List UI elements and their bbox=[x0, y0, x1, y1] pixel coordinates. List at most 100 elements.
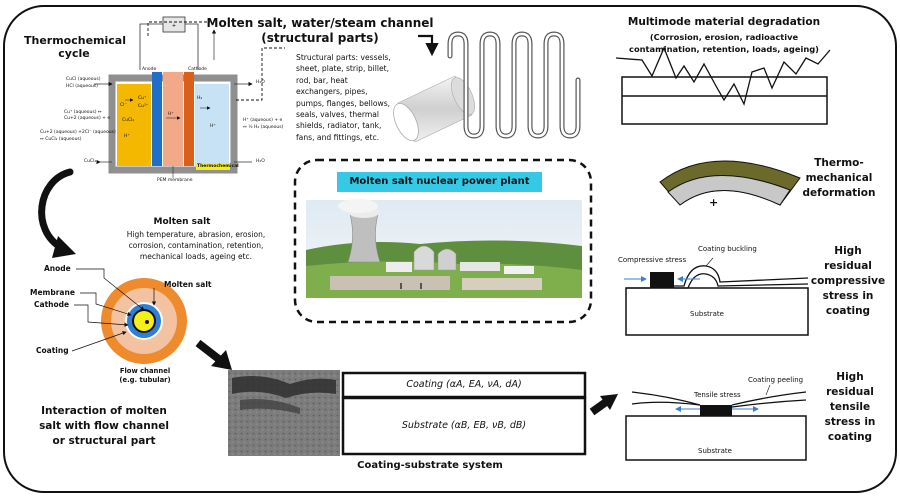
tensile-title-line3: tensile bbox=[829, 401, 871, 413]
power-plant-photo bbox=[306, 199, 582, 298]
tensile-title-line1: High bbox=[836, 371, 864, 383]
tube-cathode-label: Cathode bbox=[34, 300, 70, 309]
step-arrow bbox=[418, 34, 439, 57]
species-hcl-aq: HCl (aqueous) bbox=[66, 84, 98, 89]
tensile-title-line5: coating bbox=[827, 431, 873, 443]
degradation-sketch bbox=[615, 46, 831, 125]
cell-thermochemical-label: Thermochemical bbox=[197, 164, 239, 169]
molten-salt-description-line: mechanical loads, ageing etc. bbox=[139, 252, 253, 261]
substrate-layer-label: Substrate (αB, EB, νB, dB) bbox=[401, 420, 527, 431]
thermochemical-title-line1: Thermochemical bbox=[24, 34, 126, 47]
structural-parts-list: Structural parts: vessels, sheet, plate,… bbox=[296, 52, 391, 143]
structural-parts-line: sheet, plate, strip, billet, bbox=[296, 64, 390, 74]
tensile-stress-label: Tensile stress bbox=[694, 391, 741, 399]
compressive-title-line2: residual bbox=[824, 260, 872, 272]
peeled-coating-right bbox=[731, 391, 807, 406]
coating-layer-label: Coating (αA, EA, νA, dA) bbox=[406, 379, 522, 390]
arrow-to-tensile bbox=[600, 394, 618, 410]
structural-parts-line: shields, radiator, tank, bbox=[296, 121, 382, 131]
bending-arc bbox=[659, 160, 801, 206]
interaction-caption-line1: Interaction of molten bbox=[41, 405, 167, 417]
ion-cu: Cu⁺ bbox=[138, 96, 147, 101]
structural-parts-line: pumps, flanges, bellows, bbox=[296, 98, 391, 108]
interaction-caption-line3: or structural part bbox=[52, 435, 156, 447]
compressive-title-line4: stress in bbox=[822, 290, 874, 302]
reactor-dome-1 bbox=[413, 245, 435, 271]
interaction-caption: Interaction of molten salt with flow cha… bbox=[14, 404, 194, 449]
structural-parts-line: exchangers, pipes, bbox=[296, 87, 368, 97]
compressive-title-line1: High bbox=[834, 245, 862, 257]
tensile-title-line2: residual bbox=[826, 386, 874, 398]
equation-right-1: H⁺ (aqueous) + e bbox=[243, 118, 283, 123]
thermo-mech-title-line1: Thermo- bbox=[814, 157, 864, 169]
compressive-title-line5: coating bbox=[825, 305, 871, 317]
molten-salt-description-line: High temperature, abrasion, erosion, bbox=[126, 230, 266, 239]
coating-system-caption: Coating-substrate system bbox=[357, 460, 503, 471]
tensile-substrate-label: Substrate bbox=[698, 447, 732, 455]
degradation-surface-profile bbox=[615, 46, 831, 106]
power-source bbox=[162, 16, 186, 33]
species-h2o-top: H₂O bbox=[256, 80, 265, 85]
species-cucl2-bottom: CuCl₂ bbox=[84, 159, 97, 164]
ion-hplus-left: H⁺ bbox=[124, 134, 130, 139]
tube-coating-label: Coating bbox=[36, 346, 69, 355]
degradation-subtitle-line2: contamination, retention, loads, ageing) bbox=[629, 44, 819, 54]
peeled-coating-left bbox=[631, 391, 701, 406]
molten-salt-title: Molten salt bbox=[153, 217, 211, 227]
species-h2o-bottom: H₂O bbox=[256, 159, 265, 164]
catholyte-chamber bbox=[195, 84, 229, 166]
compressive-substrate bbox=[625, 287, 809, 336]
leader-to-parts bbox=[236, 47, 285, 101]
tensile-sketch bbox=[625, 384, 807, 461]
molten-salt-description-line: corrosion, contamination, retention, bbox=[128, 241, 264, 250]
power-plant-banner bbox=[337, 172, 542, 192]
outer-frame bbox=[3, 5, 897, 493]
cell-cathode-label: Cathode bbox=[188, 67, 207, 72]
compressive-title: High residual compressive stress in coat… bbox=[808, 244, 888, 319]
flow-channel-cross-section bbox=[71, 268, 187, 364]
cell-pem-label: PEM membrane bbox=[157, 178, 193, 183]
microstructure-image bbox=[228, 370, 340, 456]
tube-membrane-label: Membrane bbox=[30, 288, 75, 297]
thermochemical-title: Thermochemical cycle bbox=[24, 34, 126, 60]
degradation-subtitle: (Corrosion, erosion, radioactive contami… bbox=[598, 31, 850, 55]
leader-to-channel bbox=[147, 21, 210, 36]
ion-cucl2: CuCl₂ bbox=[122, 118, 135, 123]
tensile-substrate bbox=[625, 415, 807, 461]
equation-1: Cu⁺ (aqueous) ↔ bbox=[64, 110, 102, 115]
serpentine-channel bbox=[447, 31, 581, 139]
pipe-illustration bbox=[393, 75, 476, 143]
tube-molten-salt-label: Molten salt bbox=[164, 280, 212, 289]
species-cucl-aq: CuCl (aqueous) bbox=[66, 77, 101, 82]
equation-4: ↔ CuCl₂ (aqueous) bbox=[40, 137, 82, 142]
equation-2: Cu+2 (aqueous) + e bbox=[64, 116, 111, 121]
structural-parts-line: rod, bar, heat bbox=[296, 75, 348, 85]
channel-title-line1: Molten salt, water/steam channel bbox=[206, 16, 434, 30]
molten-salt-description: High temperature, abrasion, erosion, cor… bbox=[116, 229, 276, 262]
compressive-coating-block bbox=[650, 272, 674, 288]
interaction-caption-line2: salt with flow channel bbox=[39, 420, 169, 432]
flow-arrow-curved bbox=[38, 168, 74, 252]
tensile-coating-block bbox=[700, 405, 732, 416]
tensile-title-line4: stress in bbox=[824, 416, 876, 428]
cell-anode-label: Anode bbox=[142, 67, 157, 72]
power-plant-label: Molten salt nuclear power plant bbox=[349, 176, 530, 187]
compressive-title-line3: compressive bbox=[810, 275, 886, 287]
thermochemical-title-line2: cycle bbox=[58, 47, 90, 60]
anolyte-chamber bbox=[117, 84, 151, 166]
flow-channel-caption: Flow channel (e.g. tubular) bbox=[100, 367, 190, 385]
ion-h2: H₂ bbox=[197, 96, 203, 101]
flow-channel-caption-line2: (e.g. tubular) bbox=[119, 376, 171, 384]
substrate-layer-box bbox=[341, 396, 587, 456]
anode-electrode bbox=[152, 72, 162, 166]
degradation-title: Multimode material degradation bbox=[627, 16, 821, 28]
anode-core bbox=[134, 311, 154, 331]
flow-channel-caption-line1: Flow channel bbox=[119, 367, 171, 375]
structural-parts-line: fans, and fittings, etc. bbox=[296, 132, 380, 142]
svg-text:+: + bbox=[172, 23, 176, 29]
compressive-stress-label: Compressive stress bbox=[618, 256, 687, 264]
thermochemical-band bbox=[196, 163, 230, 170]
